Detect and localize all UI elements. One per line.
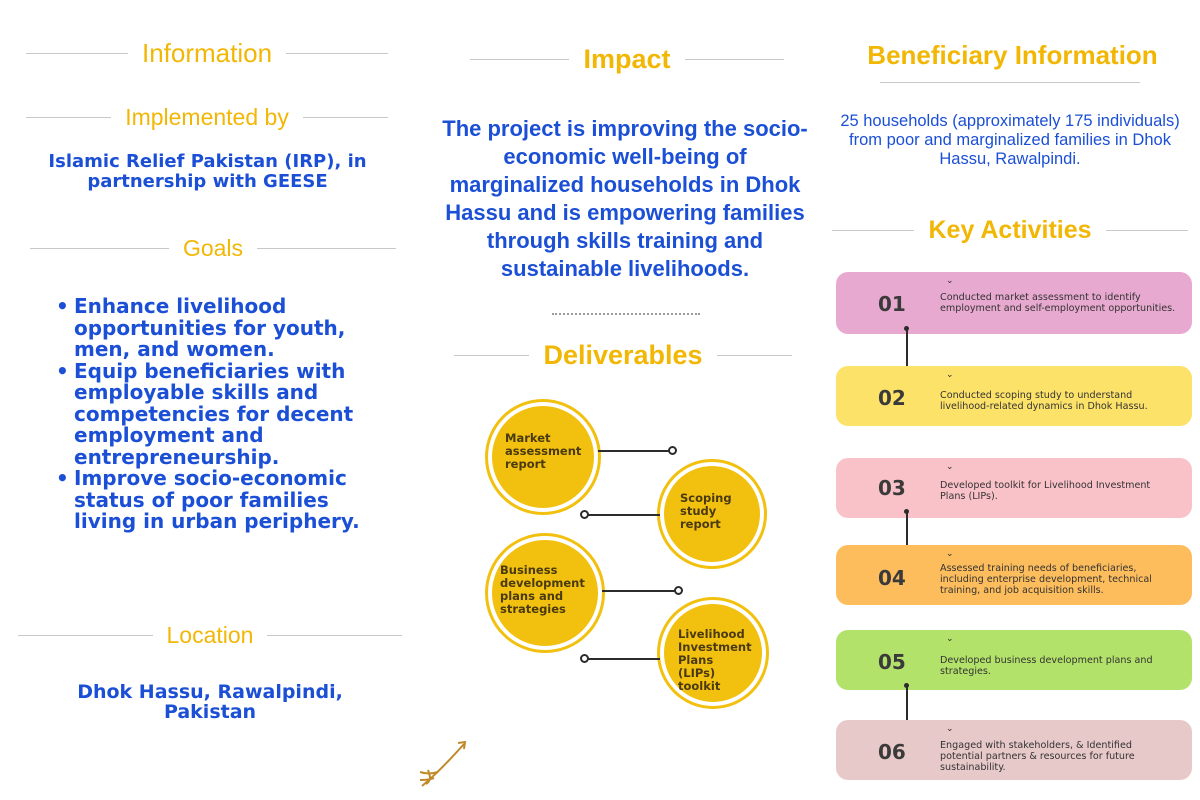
deliverables-title: Deliverables: [543, 340, 703, 370]
activity-card: ⌄ 01 Conducted market assessment to iden…: [836, 272, 1192, 334]
timeline-line: [906, 329, 908, 367]
location-title: Location: [166, 622, 254, 648]
deliverable-circle: [660, 600, 766, 706]
divider: [1105, 230, 1189, 231]
divider: [684, 59, 784, 60]
activity-text: Developed business development plans and…: [940, 655, 1153, 677]
activity-number: 06: [878, 740, 906, 764]
divider: [18, 635, 153, 636]
deliverable-circle: [660, 462, 764, 566]
timeline-dot: [903, 683, 909, 688]
deliverable-circle: [488, 402, 598, 512]
activity-card: ⌄ 05 Developed business development plan…: [836, 630, 1192, 690]
activity-number: 04: [878, 566, 906, 590]
divider: [832, 230, 915, 231]
activity-card: ⌄ 02 Conducted scoping study to understa…: [836, 366, 1192, 426]
goals-title: Goals: [182, 235, 244, 261]
trident-arrow-icon: [419, 740, 467, 787]
connector-line: [598, 450, 670, 452]
impact-text: The project is improving the socio-econo…: [442, 116, 808, 281]
key-activities-title: Key Activities: [928, 216, 1092, 244]
activity-text: Engaged with stakeholders, & Identified …: [940, 740, 1135, 773]
goals-header: Goals: [30, 235, 396, 262]
divider: [302, 117, 389, 118]
deliverables-header: Deliverables: [454, 340, 793, 371]
goal-item: Improve socio-economic status of poor fa…: [56, 467, 376, 533]
dotted-divider: [552, 313, 700, 315]
deliverable-label: Livelihood Investment Plans (LIPs) toolk…: [678, 627, 752, 693]
activity-number: 03: [878, 476, 906, 500]
connector-line: [602, 590, 676, 592]
implemented-header: Implemented by: [26, 104, 389, 131]
deliverable-label: Scoping study report: [680, 491, 732, 531]
divider: [880, 82, 1140, 83]
divider: [470, 59, 570, 60]
timeline-line: [906, 686, 908, 720]
divider: [257, 248, 396, 249]
goals-list: Enhance livelihood opportunities for you…: [56, 295, 376, 533]
chevron-down-icon: ⌄: [946, 634, 954, 644]
connector-dot: [580, 510, 589, 519]
divider: [26, 117, 112, 118]
timeline-dot: [903, 326, 909, 331]
implemented-title: Implemented by: [125, 104, 289, 130]
connector-dot: [674, 586, 683, 595]
activity-text: Developed toolkit for Livelihood Investm…: [940, 480, 1151, 502]
timeline-line: [906, 512, 908, 546]
activity-text: Assessed training needs of beneficiaries…: [940, 563, 1152, 596]
location-text: Dhok Hassu, Rawalpindi, Pakistan: [77, 681, 343, 723]
timeline-dot: [903, 509, 909, 514]
divider: [286, 53, 389, 54]
deliverable-label: Market assessment report: [505, 431, 582, 471]
divider: [267, 635, 402, 636]
activity-card: ⌄ 06 Engaged with stakeholders, & Identi…: [836, 720, 1192, 780]
impact-header: Impact: [470, 44, 784, 75]
activity-text: Conducted market assessment to identify …: [940, 292, 1176, 314]
divider: [26, 53, 128, 54]
deliverable-circle: [488, 536, 602, 650]
implementer-text: Islamic Relief Pakistan (IRP), in partne…: [48, 151, 367, 192]
divider: [30, 248, 169, 249]
divider: [454, 355, 530, 356]
connector-line: [586, 514, 660, 516]
activity-number: 02: [878, 386, 906, 410]
key-activities-header: Key Activities: [832, 216, 1189, 245]
activity-text: Conducted scoping study to understand li…: [940, 390, 1148, 412]
activity-number: 01: [878, 292, 906, 316]
impact-title: Impact: [583, 44, 671, 74]
chevron-down-icon: ⌄: [946, 724, 954, 734]
activity-number: 05: [878, 650, 906, 674]
activity-card: ⌄ 04 Assessed training needs of benefici…: [836, 545, 1192, 605]
information-header: Information: [26, 38, 389, 69]
activity-card: ⌄ 03 Developed toolkit for Livelihood In…: [836, 458, 1192, 518]
goal-item: Equip beneficiaries with employable skil…: [56, 360, 376, 469]
connector-dot: [580, 654, 589, 663]
chevron-down-icon: ⌄: [946, 370, 954, 380]
connector-dot: [668, 446, 677, 455]
chevron-down-icon: ⌄: [946, 462, 954, 472]
location-header: Location: [18, 622, 402, 649]
chevron-down-icon: ⌄: [946, 276, 954, 286]
beneficiary-text: 25 households (approximately 175 individ…: [840, 112, 1180, 168]
deliverable-label: Business development plans and strategie…: [500, 563, 585, 616]
chevron-down-icon: ⌄: [946, 549, 954, 559]
goal-item: Enhance livelihood opportunities for you…: [56, 295, 376, 361]
divider: [716, 355, 793, 356]
connector-line: [586, 658, 660, 660]
beneficiary-title: Beneficiary Information: [867, 40, 1158, 70]
information-title: Information: [141, 38, 273, 68]
